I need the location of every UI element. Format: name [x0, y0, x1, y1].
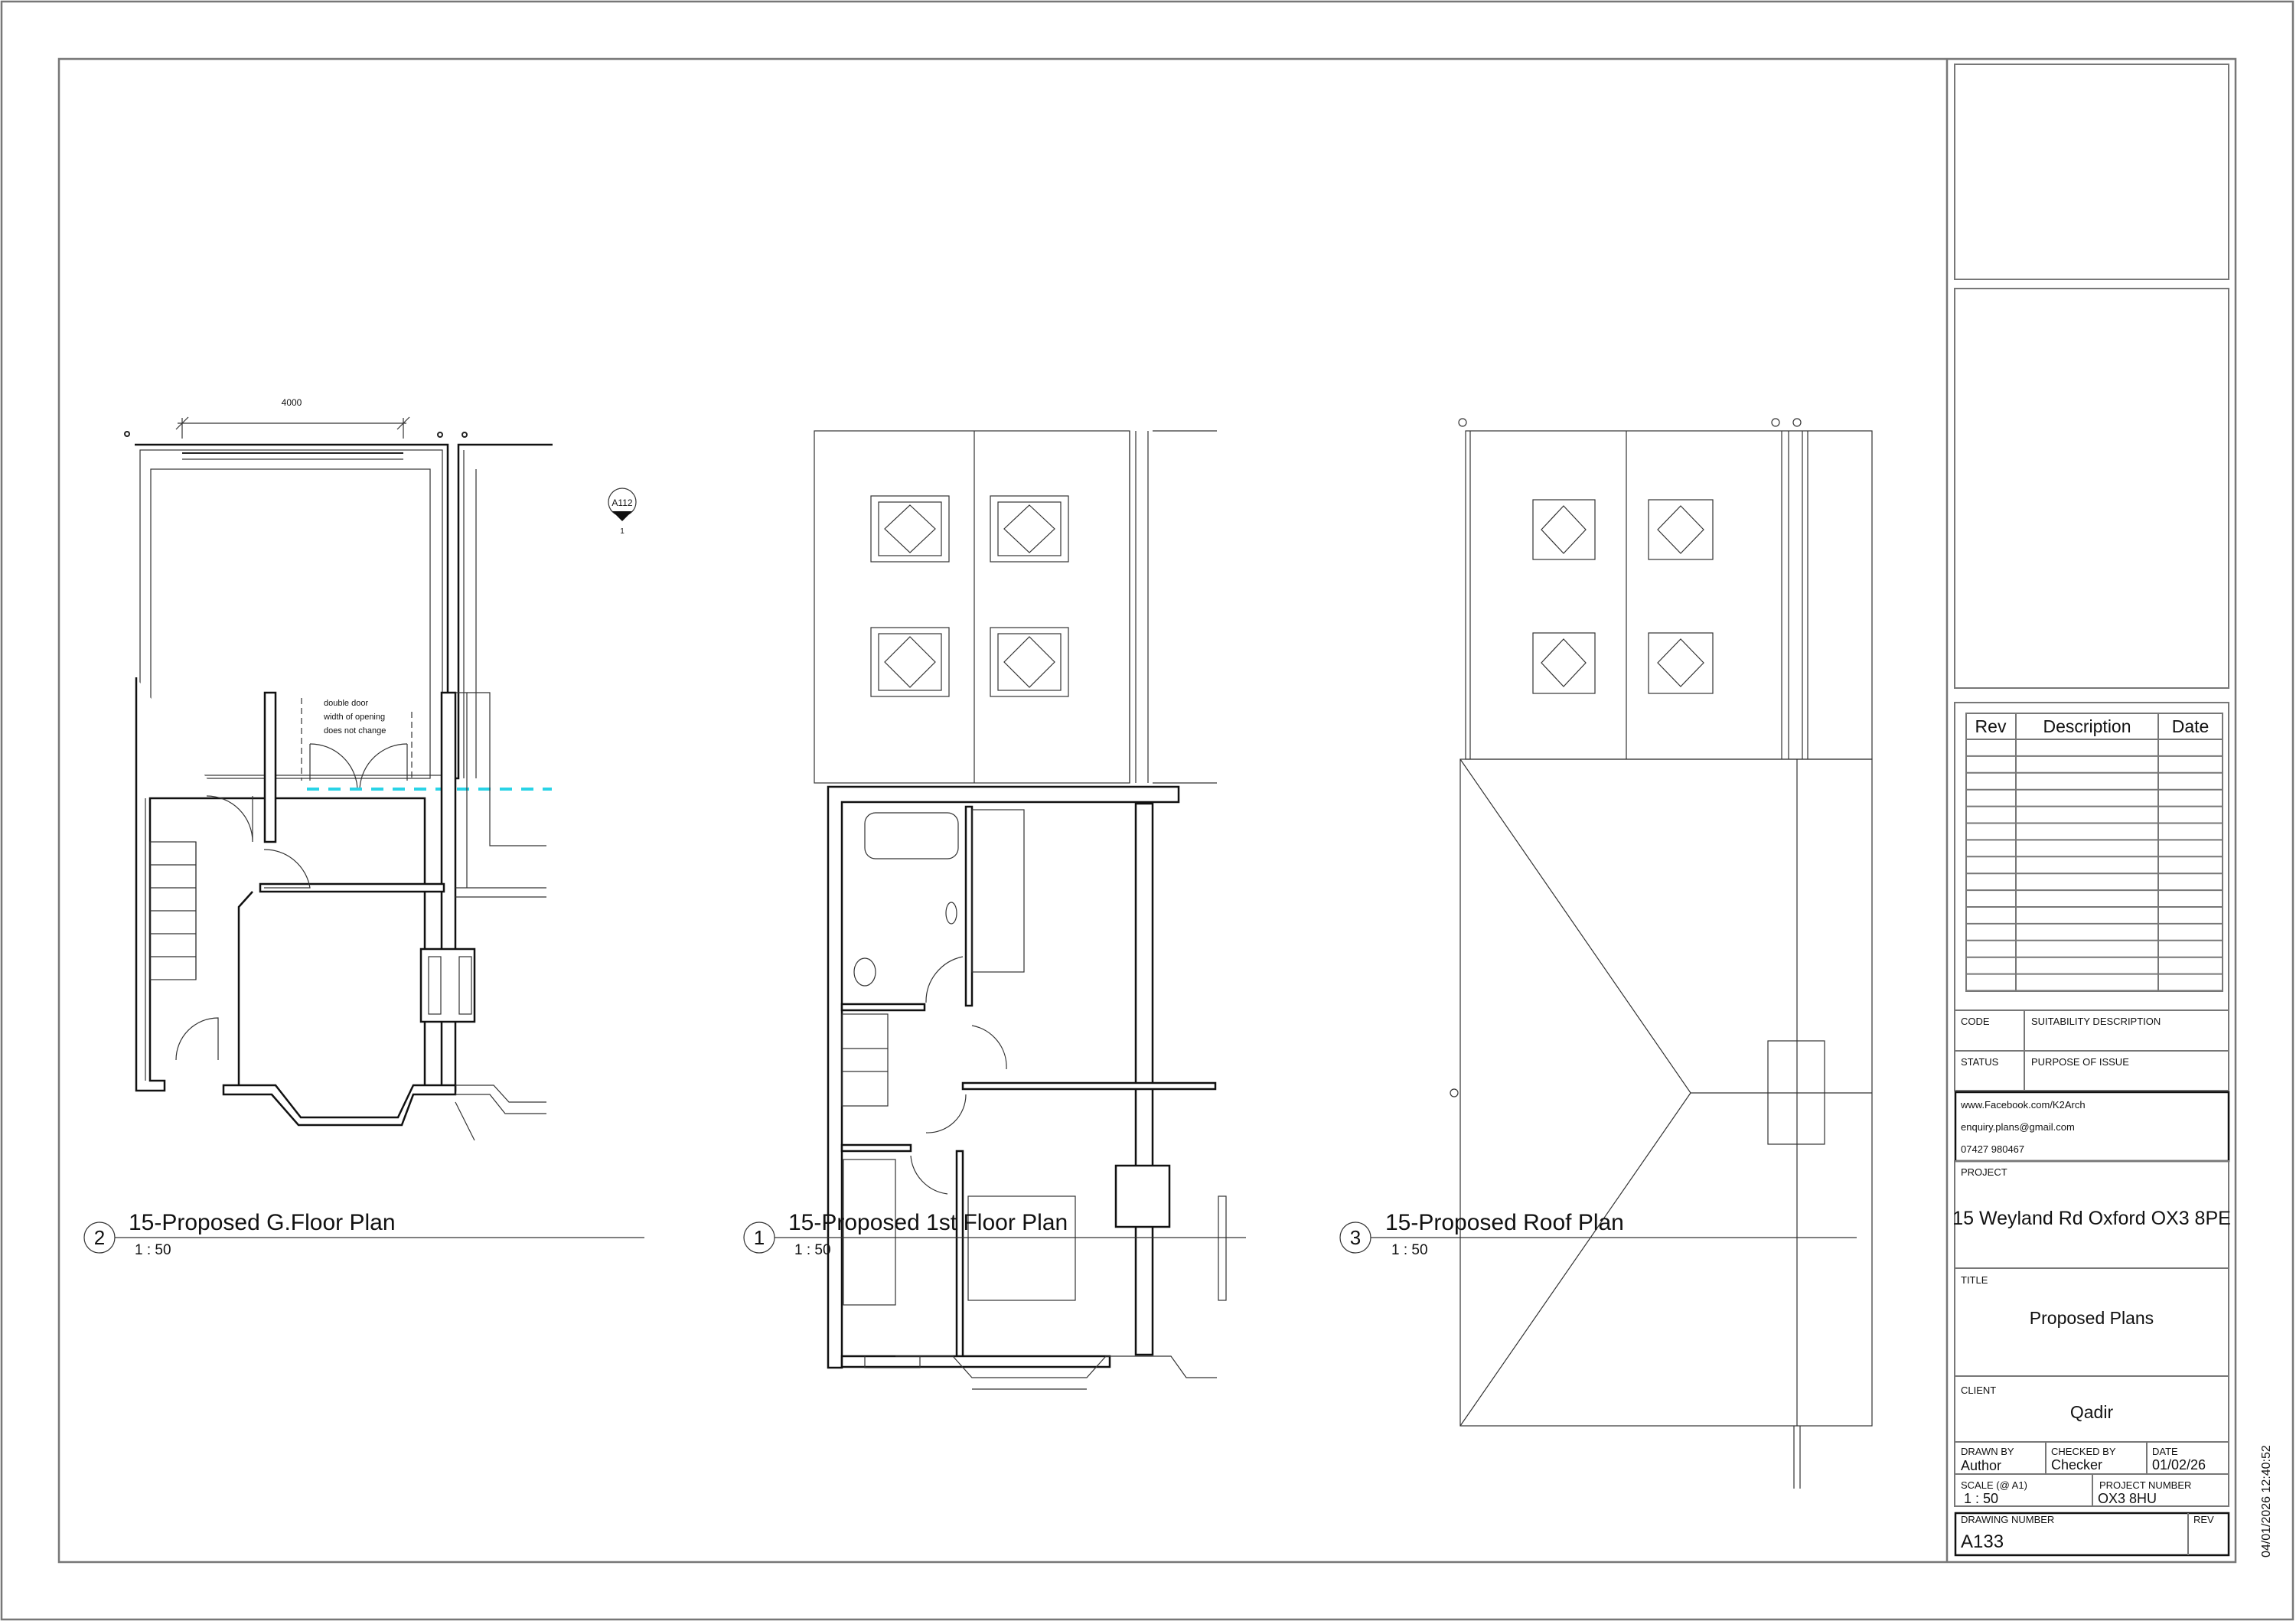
roof-lights	[870, 495, 1069, 697]
title-block: Rev Description Date CODE SUITABILITY DE…	[1952, 64, 2231, 1557]
note-line-3: does not change	[324, 726, 386, 735]
view-scale: 1 : 50	[135, 1242, 171, 1258]
project-number-label: PROJECT NUMBER	[2099, 1479, 2191, 1491]
checked-by: Checker	[2051, 1457, 2102, 1473]
logo-box	[1954, 64, 2229, 280]
drawing-number-label: DRAWING NUMBER	[1961, 1514, 2054, 1525]
section-marker-sheet: A112	[612, 497, 632, 508]
code-label: CODE	[1961, 1016, 1990, 1027]
chimney	[1767, 1040, 1825, 1145]
view-title: 15-Proposed 1st Floor Plan	[788, 1210, 1068, 1235]
view-number: 1	[754, 1226, 765, 1249]
first-floor-plan	[814, 430, 1227, 1390]
rev-label: REV	[2193, 1514, 2214, 1525]
checked-by-label: CHECKED BY	[2051, 1446, 2116, 1457]
view-title-roof[interactable]: 3 15-Proposed Roof Plan 1 : 50	[1339, 1210, 1857, 1258]
phone-number: 07427 980467	[1961, 1143, 2024, 1155]
description-header: Description	[2043, 716, 2131, 736]
drawing-frame	[57, 57, 2237, 1564]
drawing-number: A133	[1961, 1531, 2004, 1552]
status-label: STATUS	[1961, 1056, 1999, 1068]
scale-value: 1 : 50	[1964, 1491, 1998, 1506]
title-label: TITLE	[1961, 1274, 1988, 1286]
date-header: Date	[2172, 716, 2210, 736]
project-number: OX3 8HU	[2098, 1491, 2157, 1506]
date-value: 01/02/26	[2152, 1457, 2206, 1473]
sheet-title: Proposed Plans	[2030, 1308, 2154, 1328]
view-scale: 1 : 50	[1391, 1242, 1428, 1258]
view-number: 3	[1350, 1226, 1361, 1249]
view-title: 15-Proposed G.Floor Plan	[129, 1210, 396, 1235]
notes-box	[1954, 288, 2229, 689]
purpose-label: PURPOSE OF ISSUE	[2031, 1056, 2129, 1068]
scale-label: SCALE (@ A1)	[1961, 1479, 2027, 1491]
view-scale: 1 : 50	[794, 1242, 831, 1258]
project-label: PROJECT	[1961, 1166, 2007, 1178]
drawn-by-label: DRAWN BY	[1961, 1446, 2014, 1457]
section-marker-number: 1	[620, 527, 625, 536]
ground-floor-plan: 4000 double door width of opening does n…	[124, 397, 637, 1141]
section-marker[interactable]: A112 1	[608, 488, 637, 536]
client-label: CLIENT	[1961, 1385, 1996, 1396]
drawn-by: Author	[1961, 1458, 2001, 1473]
view-title-ground-floor[interactable]: 2 15-Proposed G.Floor Plan 1 : 50	[83, 1210, 644, 1258]
note-line-1: double door	[324, 699, 368, 708]
project-name: 15 Weyland Rd Oxford OX3 8PE	[1952, 1208, 2231, 1229]
roof-lights	[1532, 499, 1714, 694]
roof-plan	[1450, 418, 1873, 1489]
note-line-2: width of opening	[323, 713, 385, 722]
view-number: 2	[94, 1226, 105, 1249]
view-title: 15-Proposed Roof Plan	[1385, 1210, 1624, 1235]
date-label: DATE	[2152, 1446, 2178, 1457]
client-name: Qadir	[2070, 1402, 2114, 1422]
dimension-line: 4000	[175, 397, 410, 439]
facebook-link[interactable]: www.Facebook.com/K2Arch	[1960, 1099, 2086, 1111]
revision-table: Rev Description Date	[1965, 713, 2223, 992]
suitability-label: SUITABILITY DESCRIPTION	[2031, 1016, 2161, 1027]
dimension-text: 4000	[282, 397, 302, 408]
print-timestamp: 04/01/2026 12:40:52	[2260, 1445, 2273, 1557]
rev-header: Rev	[1975, 716, 2007, 736]
email-link[interactable]: enquiry.plans@gmail.com	[1961, 1121, 2075, 1133]
view-title-first-floor[interactable]: 1 15-Proposed 1st Floor Plan 1 : 50	[743, 1210, 1246, 1258]
furniture	[841, 809, 1227, 1306]
